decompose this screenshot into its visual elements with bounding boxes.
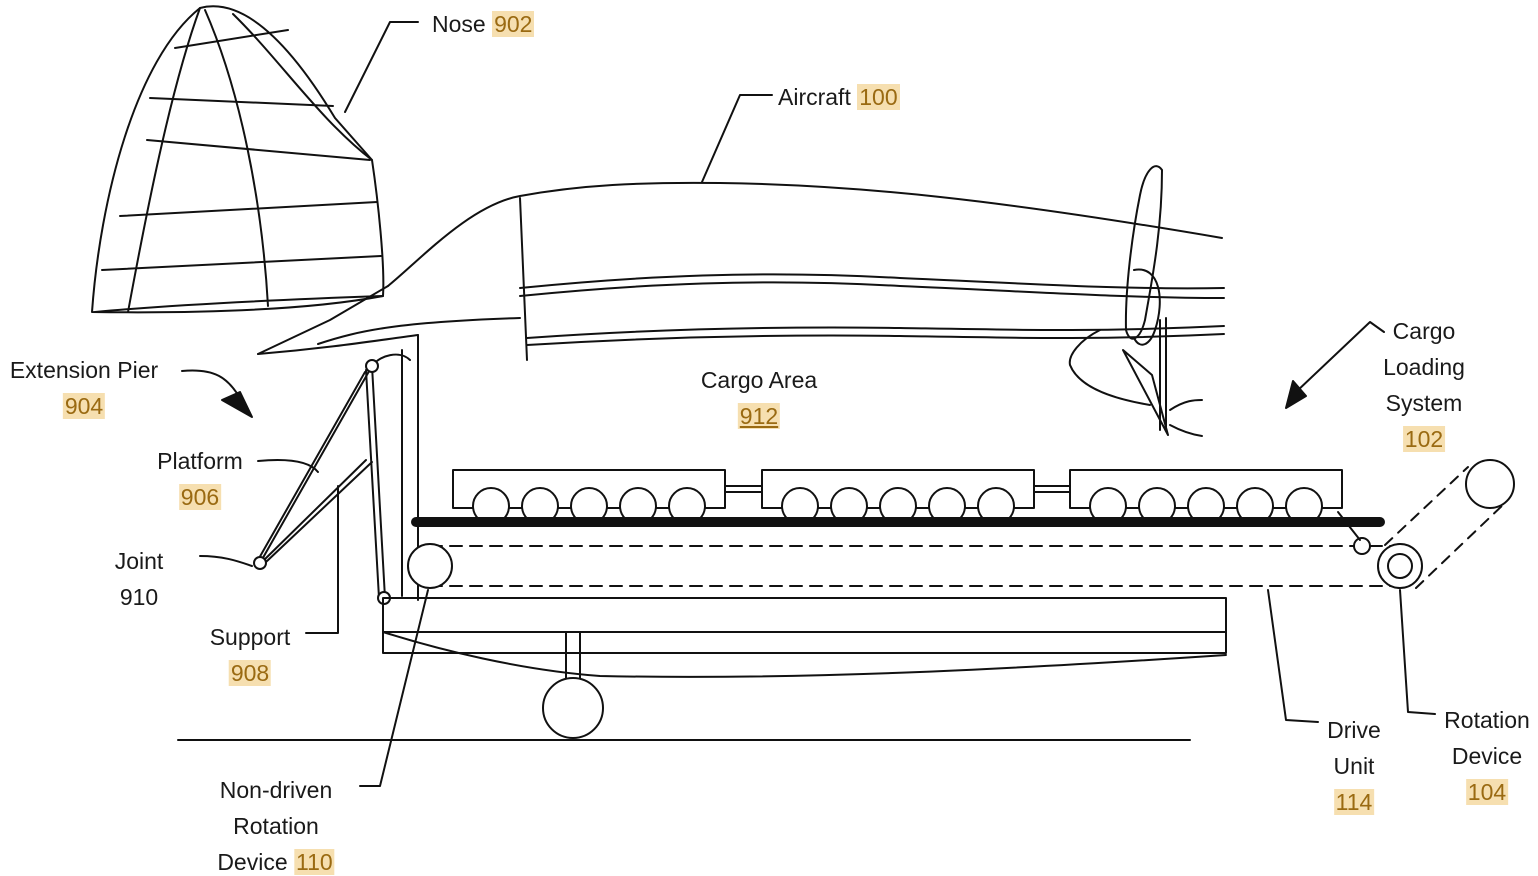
label-drive-unit: Drive Unit 114 <box>1327 712 1381 820</box>
label-cls-line3: System <box>1385 390 1463 416</box>
label-cargo-loading-system: Cargo Loading System 102 <box>1383 313 1465 457</box>
label-drive-unit-line2: Unit <box>1333 753 1375 779</box>
ref-904: 904 <box>62 393 106 419</box>
ref-110: 110 <box>294 849 335 875</box>
extension-pier <box>253 353 411 605</box>
label-extension-pier-text: Extension Pier <box>9 357 159 383</box>
ref-100: 100 <box>857 84 900 110</box>
label-ndrd-line1: Non-driven <box>219 777 333 803</box>
conveyor-belt <box>407 459 1515 589</box>
label-support: Support 908 <box>209 619 291 691</box>
label-non-driven-rotation-device: Non-driven Rotation Device 110 <box>217 772 335 876</box>
label-rotation-device-line1: Rotation <box>1444 707 1530 733</box>
label-rotation-device: Rotation Device 104 <box>1444 702 1530 810</box>
arrowheads <box>221 380 1307 418</box>
ref-102: 102 <box>1402 426 1446 452</box>
drive-unit-roller <box>1353 537 1371 555</box>
label-joint-text: Joint <box>114 548 164 574</box>
nose-cone <box>91 5 385 314</box>
label-aircraft: Aircraft 100 <box>778 79 900 115</box>
label-extension-pier: Extension Pier 904 <box>10 352 158 424</box>
propeller <box>1068 165 1203 437</box>
label-cargo-area: Cargo Area 912 <box>701 362 817 434</box>
ref-104: 104 <box>1465 779 1509 805</box>
floor-structure <box>177 597 1227 741</box>
non-driven-rotation-device <box>407 543 453 589</box>
leader-lines <box>181 21 1436 787</box>
label-nose: Nose 902 <box>432 6 535 42</box>
label-ndrd-line2: Rotation <box>233 813 319 839</box>
fuselage <box>257 181 1225 601</box>
label-platform-text: Platform <box>157 448 243 474</box>
ref-908: 908 <box>228 660 272 686</box>
ref-906: 906 <box>178 484 222 510</box>
ref-114: 114 <box>1333 789 1375 815</box>
label-platform: Platform 906 <box>157 443 243 515</box>
ref-902: 902 <box>492 11 535 37</box>
label-cargo-area-text: Cargo Area <box>700 367 818 393</box>
label-nose-text: Nose <box>432 11 486 37</box>
label-cls-line2: Loading <box>1383 354 1465 380</box>
label-joint: Joint 910 <box>115 543 164 615</box>
label-support-text: Support <box>209 624 291 650</box>
label-rotation-device-line2: Device <box>1451 743 1523 769</box>
ref-912: 912 <box>737 403 781 429</box>
label-drive-unit-line1: Drive <box>1327 717 1381 743</box>
label-ndrd-line3: Device <box>217 849 288 875</box>
ref-910: 910 <box>119 584 159 610</box>
label-aircraft-text: Aircraft <box>778 84 851 110</box>
label-cls-line1: Cargo <box>1392 318 1456 344</box>
